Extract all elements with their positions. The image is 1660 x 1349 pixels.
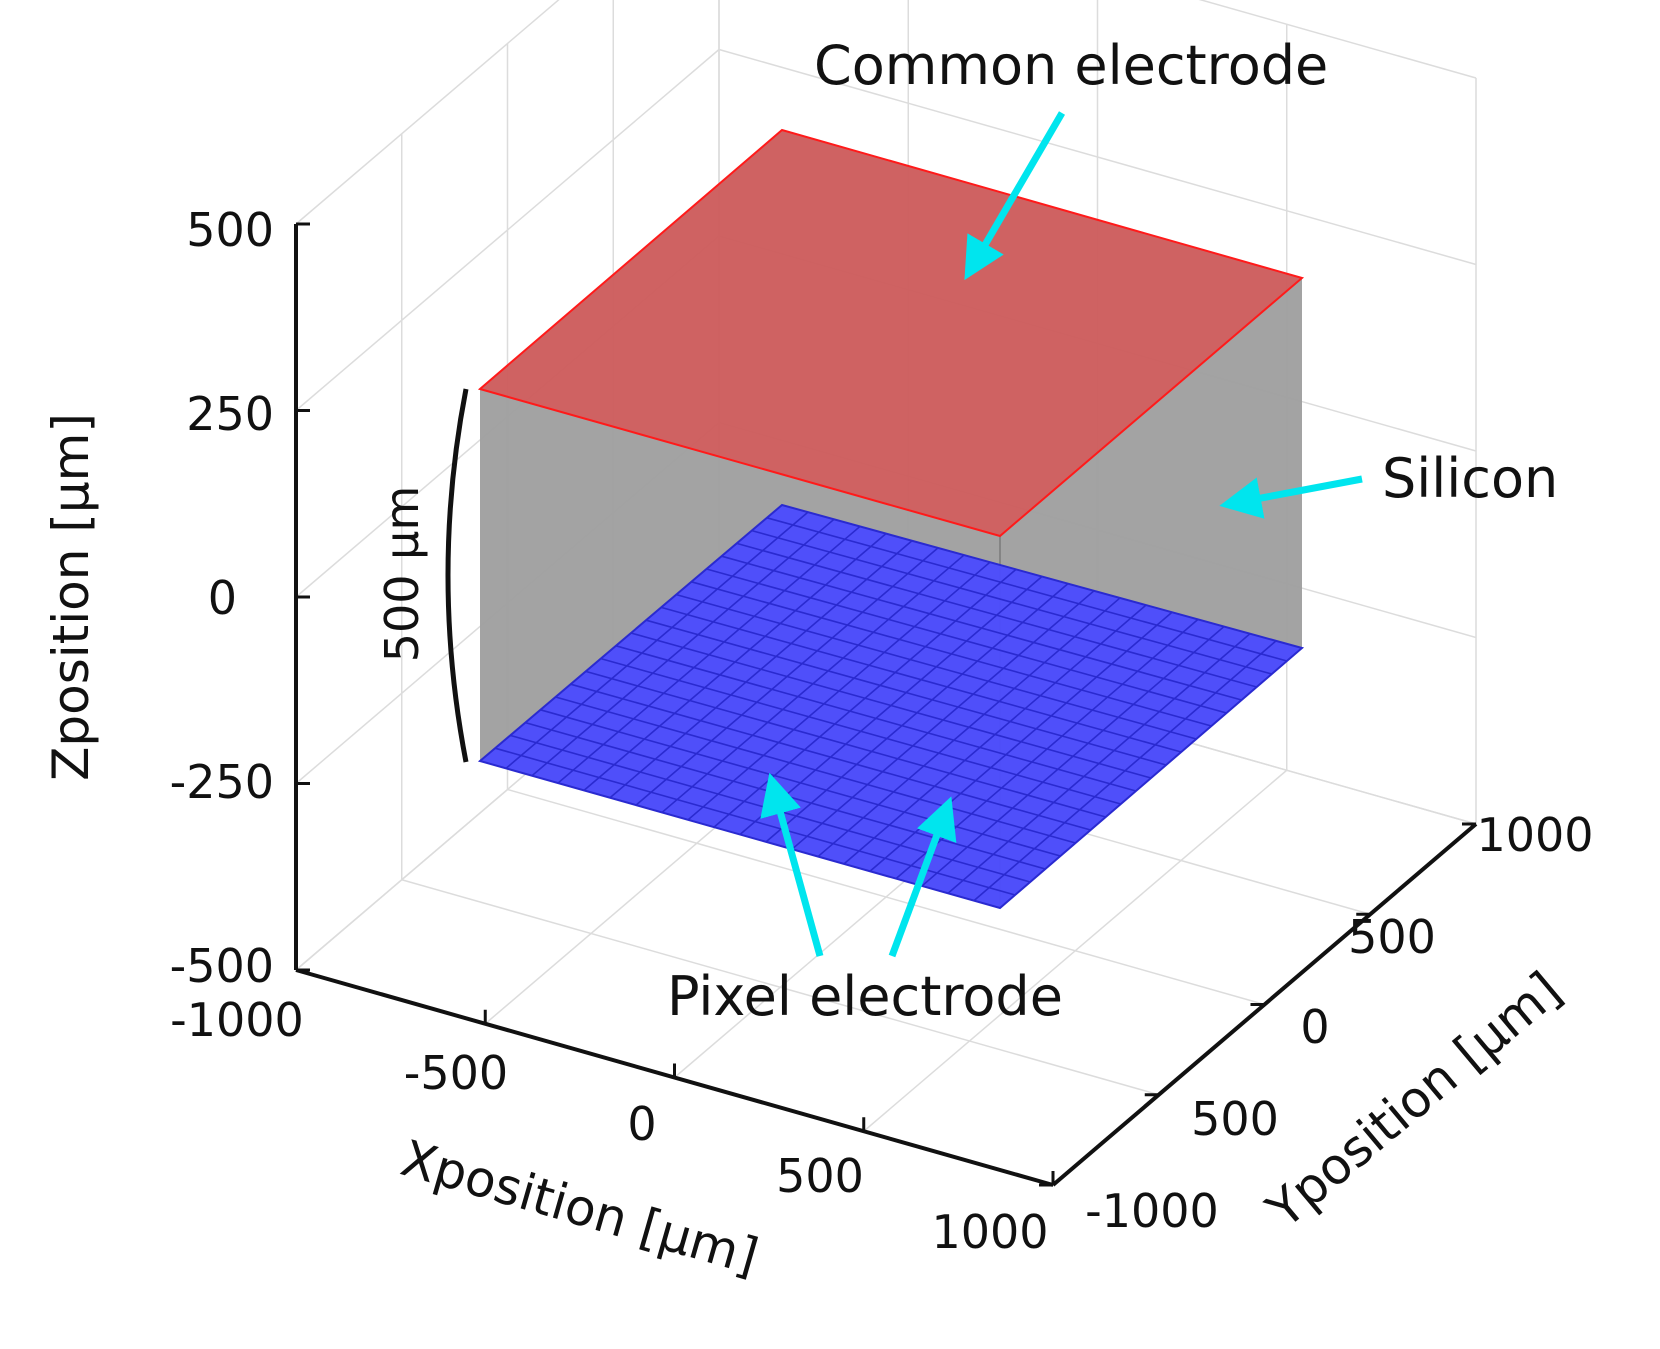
x-tick-label: -1000 (170, 993, 304, 1047)
silicon-arrow (1219, 475, 1363, 519)
z-tick-label: -250 (170, 755, 274, 809)
z-tick-label: 250 (186, 387, 274, 441)
pixel-grid-line (921, 625, 1225, 887)
pixel-electrode-arrow-right (888, 796, 957, 958)
grid-line (863, 769, 1288, 1132)
pixel-grid-line (645, 619, 1167, 766)
pixel-grid-line (791, 590, 1095, 850)
pixel-grid-line (736, 542, 1257, 688)
z-tick-label: 0 (208, 571, 237, 625)
x-axis-title: Xposition [µm] (395, 1129, 764, 1286)
grid-line (295, 48, 720, 412)
y-tick-labels: -1000 500 0 500 1000 (1085, 808, 1593, 1238)
pixel-grid-line (751, 529, 1273, 675)
x-tick-label: 500 (776, 1149, 864, 1203)
grid-line (1198, 0, 1477, 79)
pixel-grid-line (765, 583, 1069, 843)
common-electrode-arrow (964, 111, 1066, 281)
z-tick-label: -500 (170, 939, 274, 993)
pixel-grid-line (691, 581, 1212, 727)
z-axis-title: Zposition [µm] (42, 413, 100, 781)
y-tick-label: 500 (1348, 910, 1436, 964)
pixel-grid-line (766, 517, 1288, 662)
pixel-grid-line (676, 593, 1197, 740)
pixel-grid-line (973, 640, 1277, 902)
silicon-label: Silicon (1382, 447, 1558, 510)
x-tick-label: 0 (627, 1097, 656, 1151)
thickness-bracket (445, 388, 469, 763)
pixel-grid-line (843, 604, 1147, 865)
axis-ticks (294, 222, 1476, 1187)
y-tick-label: 500 (1191, 1092, 1279, 1146)
z-tick-label: 500 (186, 203, 274, 257)
pixel-grid-line (660, 606, 1182, 753)
pixel-electrode-arrow-left (760, 772, 824, 957)
pixel-grid-line (721, 555, 1242, 701)
x-tick-label: -500 (404, 1046, 508, 1100)
pixel-electrode-label: Pixel electrode (667, 965, 1063, 1028)
grid-line (295, 0, 560, 225)
thickness-label: 500 µm (375, 486, 429, 663)
pixel-grid-line (706, 568, 1227, 714)
z-tick-labels: 500 250 0 -250 -500 (170, 203, 274, 993)
y-tick-label: 0 (1300, 1000, 1329, 1054)
y-tick-label: -1000 (1085, 1184, 1219, 1238)
grid-line (718, 48, 1477, 266)
annotation-arrows (760, 111, 1363, 958)
common-electrode-plane (477, 128, 1305, 538)
pixel-grid-line (817, 597, 1121, 858)
pixel-grid-line (947, 633, 1251, 894)
grid-line (507, 788, 1265, 1006)
common-electrode-label: Common electrode (814, 34, 1328, 97)
pixel-electrode-plane (477, 503, 1305, 910)
y-tick-label: 1000 (1476, 808, 1593, 862)
x-tick-labels: -1000 -500 0 500 1000 (170, 993, 1048, 1259)
x-tick-label: 1000 (931, 1205, 1048, 1259)
